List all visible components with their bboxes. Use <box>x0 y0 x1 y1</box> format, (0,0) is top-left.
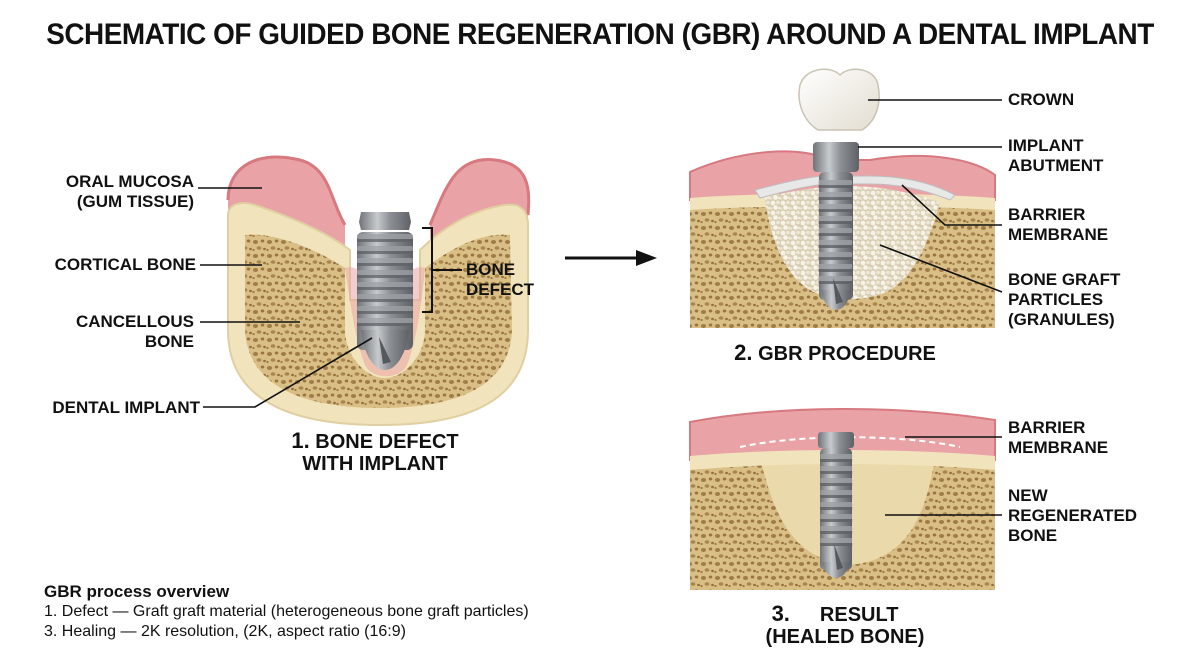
label-barrier-membrane-2: BARRIER MEMBRANE <box>1008 205 1108 245</box>
label-oral-mucosa-line2: (GUM TISSUE) <box>76 192 194 211</box>
caption-1-line1: BONE DEFECT <box>315 431 459 453</box>
caption-1-line2: WITH IMPLANT <box>302 453 448 475</box>
process-overview: GBR process overview 1. Defect — Graft g… <box>44 582 529 642</box>
caption-panel-3: 3. RESULT (HEALED BONE) <box>730 601 940 649</box>
label-new-line3: BONE <box>1008 526 1058 545</box>
label-oral-mucosa-line1: ORAL MUCOSA <box>65 172 194 191</box>
label-bone-defect: BONE DEFECT <box>466 260 534 300</box>
label-dental-implant: DENTAL IMPLANT <box>52 398 200 417</box>
bone-defect-bracket <box>422 227 462 313</box>
label-implant-abutment: IMPLANT ABUTMENT <box>1008 136 1103 176</box>
panel-2-gbr-procedure <box>689 68 1003 328</box>
label-barrier3-line1: BARRIER <box>1008 418 1086 437</box>
panel-3-result <box>689 408 1002 590</box>
label-cortical-bone: CORTICAL BONE <box>54 255 196 274</box>
caption-3-line2: (HEALED BONE) <box>765 626 925 648</box>
label-graft-line2: PARTICLES <box>1008 290 1104 309</box>
cancellous-bone <box>245 234 512 408</box>
label-new-regenerated-bone: NEW REGENERATED BONE <box>1008 486 1137 546</box>
label-barrier2-line1: BARRIER <box>1008 205 1086 224</box>
label-new-line1: NEW <box>1008 486 1048 505</box>
label-graft-line1: BONE GRAFT <box>1008 270 1121 289</box>
overview-line-2: 3. Healing — 2K resolution, (2K, aspect … <box>44 623 406 640</box>
caption-2-number: 2. <box>734 340 753 365</box>
label-bone-defect-line1: BONE <box>466 260 516 279</box>
label-barrier3-line2: MEMBRANE <box>1008 438 1109 457</box>
caption-panel-1: 1. BONE DEFECT WITH IMPLANT <box>270 428 480 476</box>
caption-3-number: 3. <box>771 601 790 626</box>
page-title: SCHEMATIC OF GUIDED BONE REGENERATION (G… <box>46 18 1154 51</box>
label-graft-line3: (GRANULES) <box>1008 310 1115 329</box>
label-abutment-line1: IMPLANT <box>1008 136 1084 155</box>
caption-1-number: 1. <box>291 428 310 453</box>
label-cancellous-line2: BONE <box>144 332 194 351</box>
label-new-line2: REGENERATED <box>1008 506 1138 525</box>
label-cancellous-line1: CANCELLOUS <box>75 312 194 331</box>
label-barrier2-line2: MEMBRANE <box>1008 225 1109 244</box>
caption-3-line1: RESULT <box>819 604 899 626</box>
panel-1-bone-defect <box>198 155 531 427</box>
caption-2-text: GBR PROCEDURE <box>758 343 936 365</box>
label-cancellous-bone: CANCELLOUS BONE <box>40 312 194 352</box>
label-barrier-membrane-3: BARRIER MEMBRANE <box>1008 418 1108 458</box>
dental-implant-2 <box>813 142 859 310</box>
caption-panel-2: 2. GBR PROCEDURE <box>720 340 950 366</box>
label-bone-defect-line2: DEFECT <box>466 280 534 299</box>
label-abutment-line2: ABUTMENT <box>1008 156 1104 175</box>
dental-implant-1 <box>357 212 413 370</box>
label-bone-graft-particles: BONE GRAFT PARTICLES (GRANULES) <box>1008 270 1120 330</box>
label-oral-mucosa: ORAL MUCOSA (GUM TISSUE) <box>40 172 194 212</box>
overview-line-1: 1. Defect — Graft graft material (hetero… <box>44 603 529 620</box>
dental-implant-3 <box>818 432 854 578</box>
crown <box>798 68 880 131</box>
overview-heading: GBR process overview <box>44 582 230 601</box>
process-arrow <box>565 250 657 266</box>
label-crown: CROWN <box>1008 90 1075 109</box>
